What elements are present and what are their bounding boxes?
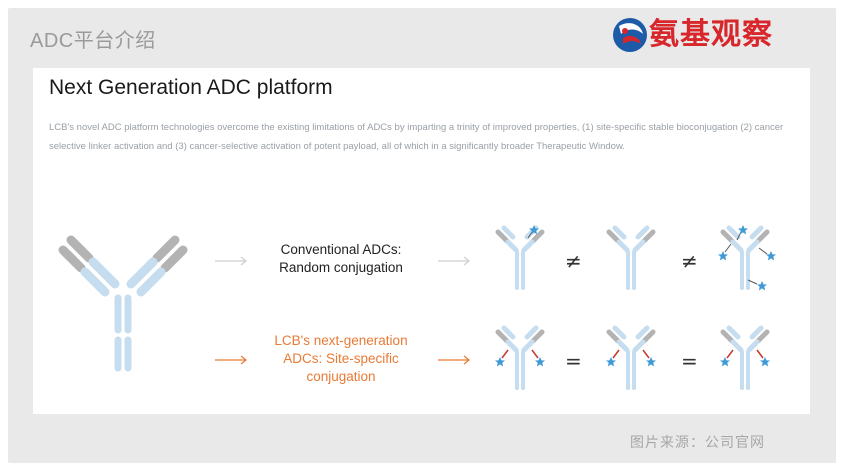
label-line: Random conjugation [279,260,403,275]
arrow-right-icon [215,355,247,365]
adc-diagram: ≠ ≠ = [58,225,776,414]
not-equal-icon: ≠ [565,249,582,273]
large-antibody-icon [58,235,188,372]
slide-title: ADC平台介绍 [30,30,156,52]
logo-text: 氨基观察 [649,17,773,52]
panel-description: LCB's novel ADC platform technologies ov… [49,122,784,152]
arrow-right-icon [438,355,470,365]
label-line: LCB's next-generation [274,333,408,348]
panel-heading: Next Generation ADC platform [49,76,333,99]
image-source-caption: 图片来源：公司官网 [630,434,765,450]
lcb-adc-label: LCB's next-generation ADCs: Site-specifi… [256,332,426,386]
antibody-icon [720,328,770,388]
not-equal-icon: ≠ [681,249,698,273]
label-line: conjugation [306,369,376,384]
logo-mark-icon [613,18,647,52]
content-panel: Next Generation ADC platform LCB's novel… [33,68,810,414]
conventional-adc-label: Conventional ADCs: Random conjugation [256,241,426,277]
label-line: ADCs: Site-specific [283,351,399,366]
antibody-icon [718,225,776,291]
equal-icon: = [681,349,698,373]
arrow-right-icon [438,256,470,266]
antibody-icon [498,225,542,288]
antibody-icon [606,328,656,388]
brand-logo: 氨基观察 [611,14,811,56]
antibody-icon [495,328,545,388]
arrow-right-icon [215,256,247,266]
antibody-icon [609,228,653,288]
equal-icon: = [565,349,582,373]
label-line: Conventional ADCs: [280,242,402,257]
